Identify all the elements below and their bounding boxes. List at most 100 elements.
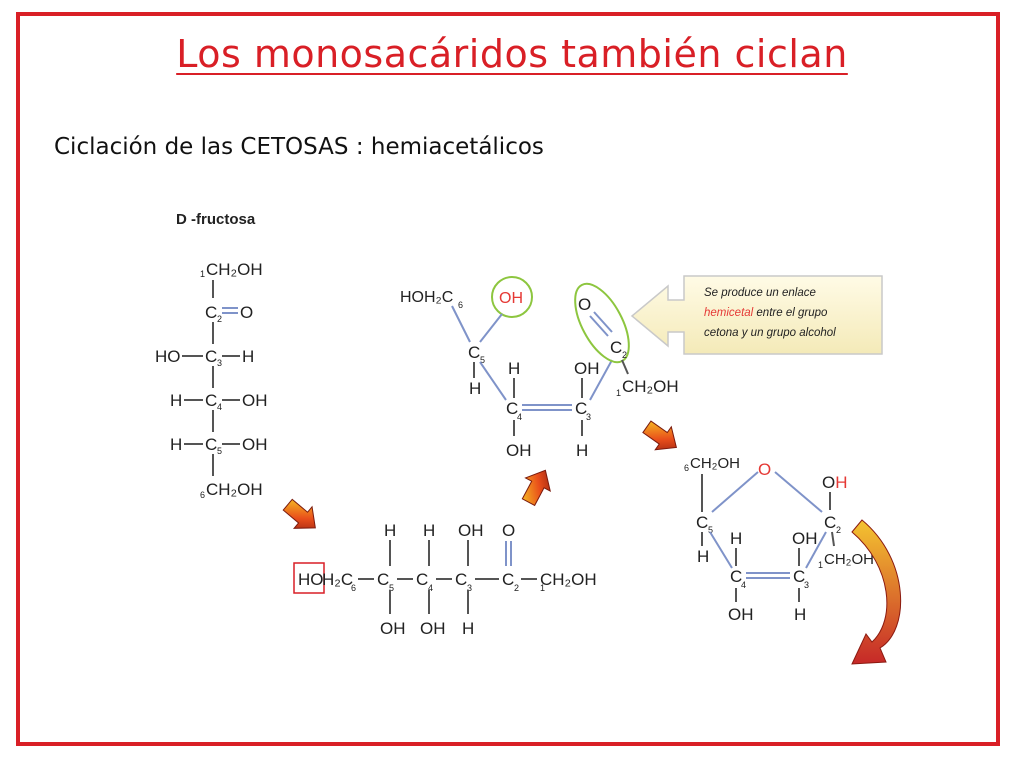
- bent-double-bond-b: [593, 311, 613, 333]
- slide-title: Los monosacáridos también ciclan: [176, 32, 848, 76]
- arrow-bent-to-ring: [642, 420, 678, 451]
- callout-arrow-shape: [630, 275, 883, 355]
- linear-ch2oh: CH₂OH: [540, 570, 597, 589]
- ring-num-5: 5: [708, 525, 713, 535]
- bent-bond-2-1: [621, 359, 629, 375]
- bent-chain: HOH₂C 6 OH C 5 H H C 4 OH OH C 3 H O C 2…: [400, 276, 679, 460]
- bent-bond-5-4: [479, 361, 507, 401]
- arrow-linear-to-bent: [521, 469, 551, 507]
- ring-c3-top: OH: [792, 529, 818, 548]
- bent-bond-oh-5: [479, 313, 503, 343]
- bent-bond-6-5: [451, 305, 471, 343]
- fischer-c6: CH₂OH: [206, 480, 263, 499]
- fischer-num-5: 5: [217, 446, 222, 456]
- bent-c2: C: [610, 338, 622, 357]
- fischer-c5-left: H: [170, 435, 182, 454]
- linear-c2-top: O: [502, 521, 515, 540]
- callout-line-3: cetona y un grupo alcohol: [704, 327, 836, 339]
- bent-num-3: 3: [586, 412, 591, 422]
- linear-ho: HO: [298, 570, 324, 589]
- ring-oh-h: H: [835, 473, 847, 492]
- linear-c2: C: [502, 570, 514, 589]
- bent-num-5: 5: [480, 355, 485, 365]
- bent-c3-bottom: H: [576, 441, 588, 460]
- linear-c5: C: [377, 570, 389, 589]
- ring-c4: C: [730, 567, 742, 586]
- linear-num-3: 3: [467, 583, 472, 593]
- bent-num-2: 2: [622, 350, 627, 360]
- bent-c4-bottom: OH: [506, 441, 532, 460]
- arrow-fischer-to-linear: [282, 498, 316, 529]
- ring-c2: C: [824, 513, 836, 532]
- bent-c3-top: OH: [574, 359, 600, 378]
- ring-bond-5-o: [711, 471, 759, 513]
- linear-c4: C: [416, 570, 428, 589]
- linear-num-1: 1: [540, 583, 545, 593]
- ring-c4-top: H: [730, 529, 742, 548]
- ring-hydroxyl: OH: [822, 473, 848, 492]
- linear-c3-top: OH: [458, 521, 484, 540]
- bent-c5-h: H: [469, 379, 481, 398]
- fischer-num-2: 2: [217, 314, 222, 324]
- slide-subtitle: Ciclación de las CETOSAS : hemiacetálico…: [54, 134, 544, 160]
- ring-c3-bottom: H: [794, 605, 806, 624]
- fischer-c5-right: OH: [242, 435, 268, 454]
- bent-c4-top: H: [508, 359, 520, 378]
- linear-c4-top: H: [423, 521, 435, 540]
- ring-num-2: 2: [836, 525, 841, 535]
- fischer-num-6: 6: [200, 490, 205, 500]
- callout-line-1: Se produce un enlace: [704, 287, 816, 299]
- callout-highlight: hemicetal: [704, 307, 754, 319]
- callout-line-2-rest: entre el grupo: [753, 307, 828, 319]
- linear-c4-bottom: OH: [420, 619, 446, 638]
- linear-chain: HO H₂C 6 C 5 H OH C 4 H OH C 3 OH H C 2 …: [293, 521, 597, 638]
- fischer-c5: C: [205, 435, 217, 454]
- carbonyl-ellipse: [574, 282, 630, 364]
- ring-ch2oh: CH₂OH: [824, 551, 874, 568]
- ring-c4-bottom: OH: [728, 605, 754, 624]
- linear-c3: C: [455, 570, 467, 589]
- fischer-c4-left: H: [170, 391, 182, 410]
- linear-num-4: 4: [428, 583, 433, 593]
- fischer-c3-left: HO: [155, 347, 181, 366]
- bent-hoh2c: HOH₂C: [400, 289, 453, 306]
- bent-num-1: 1: [616, 388, 621, 398]
- bent-double-bond-a: [589, 315, 609, 337]
- ring-num-6: 6: [684, 463, 689, 473]
- ring-ch2oh-top: CH₂OH: [690, 455, 740, 472]
- bent-bond-3-2: [589, 359, 613, 401]
- ring-bond-2-1: [831, 531, 835, 547]
- ring-bond-o-2: [774, 471, 823, 513]
- fischer-c4-right: OH: [242, 391, 268, 410]
- linear-c5-top: H: [384, 521, 396, 540]
- linear-num-6: 6: [351, 583, 356, 593]
- fischer-c2: C: [205, 303, 217, 322]
- ring-bond-5-4: [709, 531, 733, 569]
- fischer-c1: CH₂OH: [206, 260, 263, 279]
- bent-num-6: 6: [458, 300, 463, 310]
- bent-ch2oh: CH₂OH: [622, 377, 679, 396]
- fischer-num-4: 4: [217, 402, 222, 412]
- bent-o: O: [578, 295, 591, 314]
- slide-frame: [16, 12, 1000, 746]
- hydroxyl-circle: [491, 276, 533, 318]
- bent-c4: C: [506, 399, 518, 418]
- ring-bond-3-2: [805, 531, 827, 569]
- fructose-label: D -fructosa: [176, 211, 256, 228]
- callout-line-2: hemicetal entre el grupo: [704, 307, 828, 319]
- bent-c5: C: [468, 343, 480, 362]
- fischer-num-3: 3: [217, 358, 222, 368]
- linear-num-2: 2: [514, 583, 519, 593]
- ring-c3: C: [793, 567, 805, 586]
- ring-num-1: 1: [818, 560, 823, 570]
- hemiketal-callout: Se produce un enlace hemicetal entre el …: [630, 275, 883, 355]
- linear-c5-bottom: OH: [380, 619, 406, 638]
- ring-c5-h: H: [697, 547, 709, 566]
- linear-num-5: 5: [389, 583, 394, 593]
- ring-num-4: 4: [741, 580, 746, 590]
- ring-oh-o: O: [822, 473, 835, 492]
- fischer-projection: D -fructosa 1 CH₂OH C 2 O HO C 3 H H C 4…: [155, 211, 268, 500]
- curved-arrow: [851, 519, 902, 665]
- ring-c5: C: [696, 513, 708, 532]
